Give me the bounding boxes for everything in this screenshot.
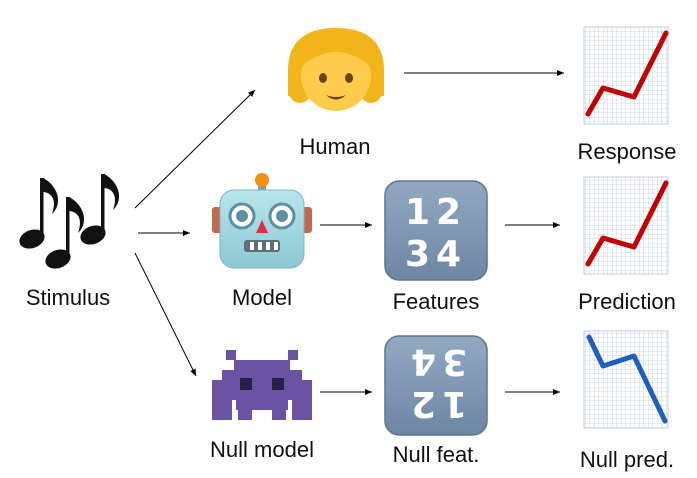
- null-prediction-label: Null pred.: [579, 447, 675, 472]
- musical-notes-icon: [19, 174, 120, 269]
- chart-increasing-icon-prediction: [583, 176, 669, 275]
- input-numbers-icon: 12 34: [384, 180, 488, 281]
- human-label: Human: [299, 134, 371, 159]
- model-label: Model: [232, 285, 292, 310]
- features-label: Features: [392, 289, 480, 314]
- stimulus-label: Stimulus: [25, 285, 111, 310]
- pixel-alien-icon: [212, 350, 312, 420]
- svg-text:12: 12: [405, 383, 467, 424]
- null-features-label: Null feat.: [392, 442, 480, 467]
- svg-text:34: 34: [405, 234, 467, 275]
- chart-decreasing-icon-null-prediction: [583, 330, 669, 429]
- robot-face-icon: [212, 173, 312, 269]
- response-label: Response: [577, 139, 677, 164]
- chart-increasing-icon-response: [583, 26, 669, 125]
- arrow-stimulus-to-human: [134, 89, 256, 209]
- null-model-label: Null model: [210, 437, 314, 462]
- arrows: [134, 70, 564, 395]
- arrow-stimulus-to-null-model: [134, 252, 197, 377]
- svg-text:34: 34: [405, 341, 467, 382]
- girl-face-icon: [288, 28, 384, 111]
- prediction-label: Prediction: [578, 289, 676, 314]
- svg-text:12: 12: [405, 192, 467, 233]
- input-numbers-upside-down-icon: 12 34: [384, 335, 488, 436]
